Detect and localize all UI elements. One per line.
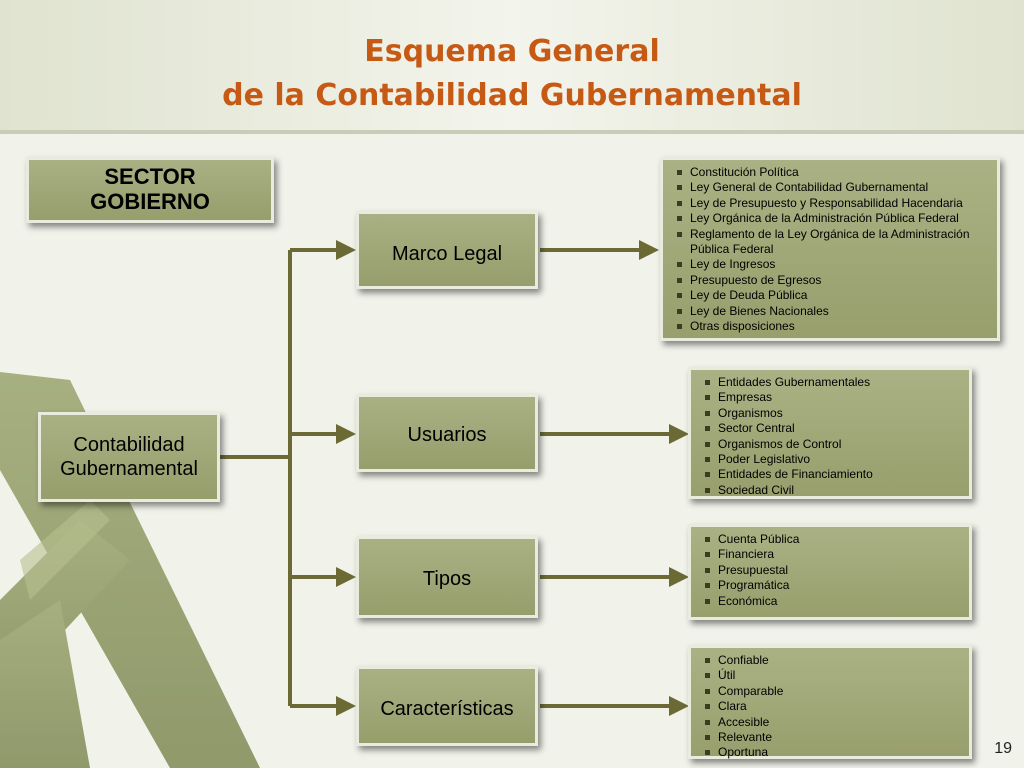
sector-gobierno-box: SECTOR GOBIERNO: [26, 157, 274, 223]
title-line-1: Esquema General: [364, 34, 660, 69]
title-line-2: de la Contabilidad Gubernamental: [222, 78, 802, 113]
list-item: Organismos de Control: [703, 437, 963, 452]
list-item: Ley de Ingresos: [675, 257, 991, 272]
list-item: Relevante: [703, 730, 963, 745]
list-item: Ley Orgánica de la Administración Públic…: [675, 211, 991, 226]
branch-label-caracteristicas: Características: [380, 698, 514, 720]
list-item: Ley de Bienes Nacionales: [675, 304, 991, 319]
contabilidad-gubernamental-label: Contabilidad Gubernamental: [60, 434, 198, 480]
list-item: Cuenta Pública: [703, 532, 963, 547]
list-item: Sector Central: [703, 421, 963, 436]
list-item: Sociedad Civil: [703, 483, 963, 498]
list-item: Ley de Deuda Pública: [675, 288, 991, 303]
branch-box-usuarios: Usuarios: [356, 394, 538, 472]
branch-label-marco-legal: Marco Legal: [391, 243, 503, 265]
list-item: Programática: [703, 578, 963, 593]
decorative-x-highlight: [20, 500, 110, 600]
branch-box-marco-legal: Marco Legal: [356, 211, 538, 289]
list-item: Presupuestal: [703, 563, 963, 578]
branch-label-usuarios: Usuarios: [407, 424, 487, 446]
list-item: Financiera: [703, 547, 963, 562]
list-item: Ley General de Contabilidad Gubernamenta…: [675, 180, 991, 195]
list-item: Accesible: [703, 715, 963, 730]
list-item: Poder Legislativo: [703, 452, 963, 467]
list-item: Clara: [703, 699, 963, 714]
list-item: Empresas: [703, 390, 963, 405]
list-item: Económica: [703, 594, 963, 609]
sector-gobierno-label: SECTOR GOBIERNO: [90, 164, 210, 214]
list-item: Otras disposiciones: [675, 319, 991, 334]
contabilidad-gubernamental-box: Contabilidad Gubernamental: [38, 412, 220, 502]
list-item: Constitución Política: [675, 165, 991, 180]
list-item: Reglamento de la Ley Orgánica de la Admi…: [675, 227, 991, 258]
list-item: Entidades Gubernamentales: [703, 375, 963, 390]
branch-box-tipos: Tipos: [356, 536, 538, 618]
branch-label-tipos: Tipos: [422, 568, 472, 590]
list-item: Entidades de Financiamiento: [703, 467, 963, 482]
list-item: Presupuesto de Egresos: [675, 273, 991, 288]
slide-title: Esquema General de la Contabilidad Guber…: [0, 30, 1024, 118]
list-item: Organismos: [703, 406, 963, 421]
list-item: Útil: [703, 668, 963, 683]
page-number: 19: [994, 740, 1012, 757]
list-item: Ley de Presupuesto y Responsabilidad Hac…: [675, 196, 991, 211]
list-item: Confiable: [703, 653, 963, 668]
list-item: Oportuna: [703, 745, 963, 760]
branch-box-caracteristicas: Características: [356, 666, 538, 746]
list-item: Comparable: [703, 684, 963, 699]
